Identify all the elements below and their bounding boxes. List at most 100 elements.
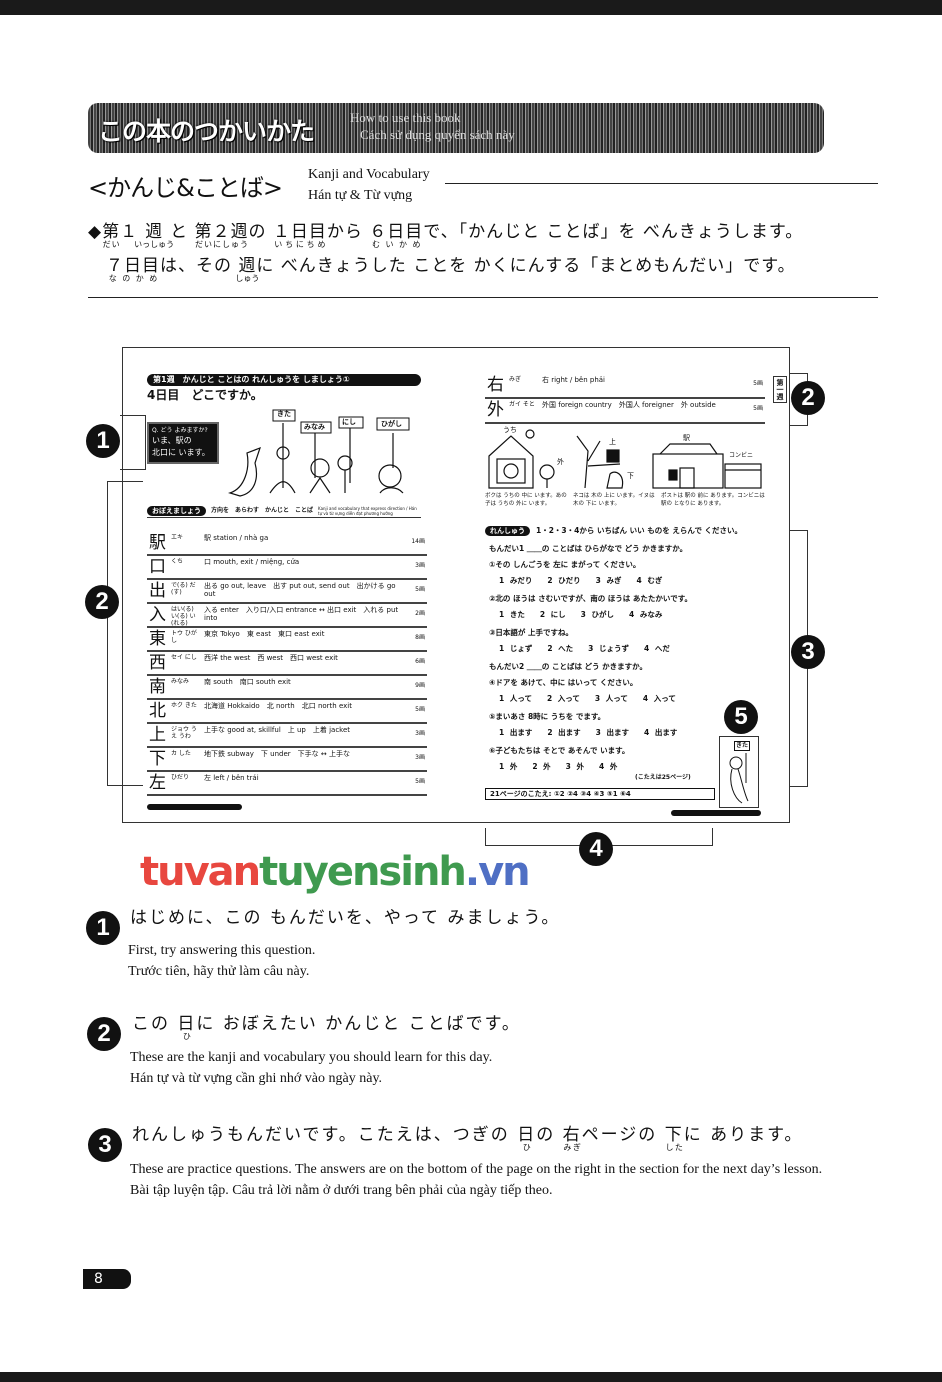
word: 日 <box>177 1014 197 1034</box>
sign-east: ひがし <box>381 420 402 428</box>
item-3-en: These are practice questions. The answer… <box>130 1159 840 1201</box>
kanji-reading: はい(る) い(る) い(れる) <box>171 606 196 627</box>
practice-label: れんしゅう <box>485 526 530 536</box>
question: ②北の ほうは さむいですが、南の ほうは あたたかいです。 <box>489 594 692 603</box>
intro-line-2: ７日目なのかめは、その 週しゅうに べんきょうした ことを かくにんする「まとめ… <box>88 256 796 283</box>
watermark-part: .vn <box>464 849 531 895</box>
callout-4: 4 <box>579 832 613 866</box>
kanji-gloss: 入る enter 入り口/入口 entrance ↔ 出口 exit 入れる p… <box>204 606 399 622</box>
kanji-gloss: 口 mouth, exit / miệng, cửa <box>204 558 300 566</box>
kanji-gloss: 南 south 南口 south exit <box>204 678 291 686</box>
text: に おぼえたい かんじと ことばです。 <box>196 1014 521 1034</box>
question: ①その しんごうを 左に まがって ください。 <box>489 560 641 569</box>
quiz-line: いま、駅の <box>152 436 192 445</box>
kanji-char: 出 <box>149 581 166 601</box>
stroke-count: 5画 <box>753 380 763 387</box>
stroke-count: 8画 <box>415 634 425 641</box>
furigana-word: 右みぎ <box>563 1125 582 1152</box>
kanji-char: 外 <box>487 400 504 420</box>
quiz-line: 北口に います。 <box>152 448 210 457</box>
furigana: なのかめ <box>106 274 160 283</box>
caption: ポストは 駅の 前に あります。コンビニは 駅の となりに あります。 <box>661 493 765 507</box>
item-2-number: 2 <box>87 1017 121 1051</box>
kanji-gloss: 右 right / bên phải <box>542 376 606 384</box>
item-1-jp: はじめに、この もんだいを、やって みましょう。 <box>130 908 560 928</box>
stroke-count: 5画 <box>415 586 425 593</box>
callout-3: 3 <box>791 635 825 669</box>
text: から <box>326 222 370 242</box>
furigana-word: 週しゅう <box>235 256 260 283</box>
stroke-count: 5画 <box>415 706 425 713</box>
intro-line-1: ◆第だい１週いっしゅうと 第２週だいにしゅうの １日目いちにちめから ６日目むい… <box>88 222 804 249</box>
page-number: 8 <box>83 1269 131 1289</box>
text <box>88 256 106 276</box>
furigana-word: 第２週だいにしゅう <box>194 222 248 249</box>
divider <box>88 297 878 298</box>
item-1-en: First, try answering this question.Trước… <box>128 940 315 982</box>
bottom-border <box>0 1372 942 1382</box>
text: この <box>132 1014 178 1034</box>
text: １ <box>120 222 139 242</box>
top-border <box>0 0 942 15</box>
kanji-row: 外ガイ そと外国 foreign country 外国人 foreigner 外… <box>485 399 765 424</box>
stroke-count: 9画 <box>415 682 425 689</box>
kanji-char: 上 <box>149 725 166 745</box>
section-vi: Hán tự & Từ vựng <box>308 188 413 203</box>
sample-page-figure: 第1週 かんじと ことはの れんしゅうを しましょう① 4日目 どこですか。 Q… <box>122 347 790 823</box>
label-konbini: コンビニ <box>729 452 754 459</box>
kanji-char: 駅 <box>149 533 166 553</box>
section-title: <かんじ&ことば> <box>88 174 283 202</box>
text: で、「かんじと ことば」を べんきょうします。 <box>423 222 804 242</box>
callout-5: 5 <box>724 700 758 734</box>
footer-bar <box>671 810 761 816</box>
text: の <box>248 222 273 242</box>
text: れんしゅうもんだいです。こたえは、つぎの <box>132 1125 518 1145</box>
text: と <box>170 222 195 242</box>
question: もんだい1 ＿＿の ことばは ひらがなで どう かきますか。 <box>489 544 688 553</box>
item-3-number: 3 <box>88 1128 122 1162</box>
furigana-word: 週いっしゅう <box>134 222 174 249</box>
practice-bar: れんしゅう 1・2・3・4から いちばん いい ものを えらんで ください。 <box>485 526 742 536</box>
remember-label: おぼえましょう <box>147 506 206 516</box>
furigana-word: ７日目なのかめ <box>106 256 160 283</box>
label-station: 駅 <box>683 434 690 442</box>
furigana-word: 第だい <box>102 222 120 249</box>
word: 週 <box>235 256 260 276</box>
characters-illustration <box>228 409 410 497</box>
stroke-count: 5画 <box>753 405 763 412</box>
question: ⑤まいあさ 8時に うちを でます。 <box>489 712 606 721</box>
left-page: 第1週 かんじと ことはの れんしゅうを しましょう① 4日目 どこですか。 Q… <box>147 374 427 810</box>
kanji-reading: で(る) だ(す) <box>171 582 196 596</box>
furigana-word: ６日目むいかめ <box>369 222 423 249</box>
word: ７日目 <box>106 256 160 276</box>
answer-choices: 1 外 2 外 3 外 4 外 <box>499 762 618 771</box>
kanji-char: 東 <box>149 629 166 649</box>
item-en: These are the kanji and vocabulary you s… <box>130 1050 493 1065</box>
caption: ボクは うちの 中に います。あの 子は うちの 外に います。 <box>485 493 567 507</box>
kanji-gloss: 地下鉄 subway 下 under 下手な ↔ 上手な <box>204 750 350 758</box>
item-1-number: 1 <box>86 911 120 945</box>
lesson-header: 第1週 かんじと ことはの れんしゅうを しましょう① <box>147 374 421 386</box>
stroke-count: 5画 <box>415 778 425 785</box>
section-en: Kanji and Vocabulary <box>308 167 430 182</box>
kanji-gloss: 東京 Tokyo 東 east 東口 east exit <box>204 630 325 638</box>
remember-bar: おぼえましょう 方向を あらわす かんじと ことば Kanji and voca… <box>147 506 421 518</box>
stroke-count: 14画 <box>411 538 425 545</box>
banner-en: How to use this book <box>350 110 461 125</box>
text: に べんきょうした ことを かくにんする「まとめもんだい」です。 <box>256 256 796 276</box>
callout-2-right: 2 <box>791 381 825 415</box>
question: ④ドアを あけて、中に はいって ください。 <box>489 678 638 687</box>
watermark-part: tuvan <box>140 849 261 895</box>
callout-1: 1 <box>86 424 120 458</box>
practice-text: 1・2・3・4から いちばん いい ものを えらんで ください。 <box>536 526 743 535</box>
kanji-reading: ガイ そと <box>509 401 535 408</box>
item-vi: Hán tự và từ vựng cần ghi nhớ vào ngày n… <box>130 1071 383 1086</box>
furigana: した <box>664 1143 684 1152</box>
question: もんだい2 ＿＿の ことばは どう かきますか。 <box>489 662 648 671</box>
